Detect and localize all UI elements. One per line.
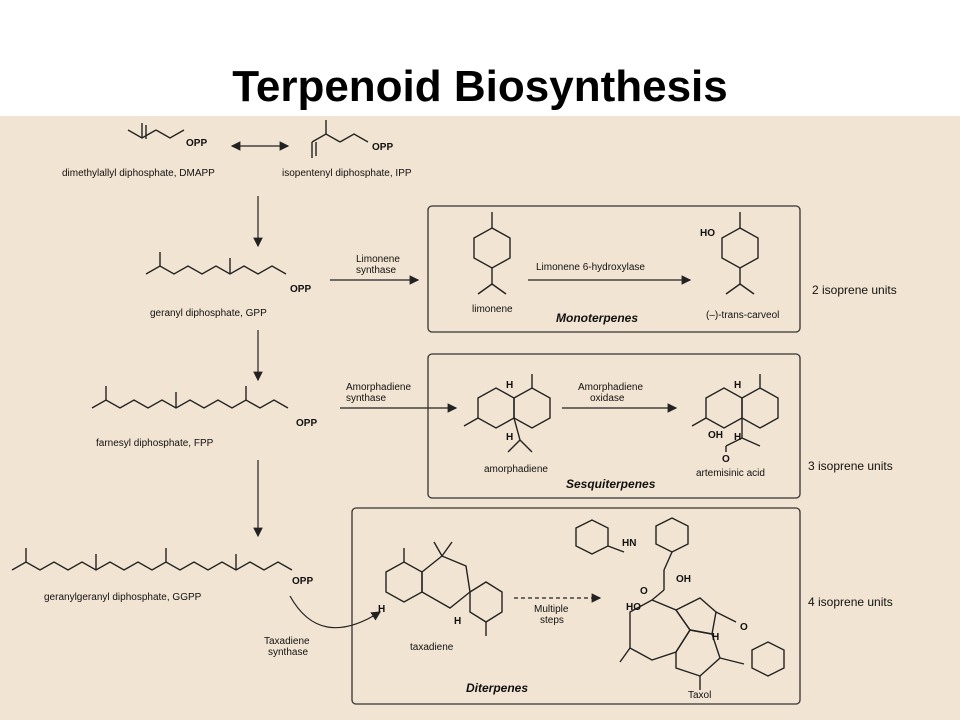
artemisinic-acid-structure [691, 374, 779, 452]
dmapp-label: dimethylallyl diphosphate, DMAPP [62, 168, 215, 179]
artemisinic-acid-label: artemisinic acid [696, 468, 765, 479]
sesquiterpenes-label: Sesquiterpenes [566, 477, 656, 491]
ipp-structure [311, 120, 369, 158]
amorphadiene-synthase-label-line1: Amorphadiene [346, 382, 411, 393]
taxadiene-h-left-label: H [378, 604, 385, 615]
mono-units-label: 2 isoprene units [812, 283, 897, 297]
limonene-synthase-label-line2: synthase [356, 265, 396, 276]
fpp-label: farnesyl diphosphate, FPP [96, 438, 214, 449]
taxol-ho-label: HO [626, 602, 641, 613]
di-units-label: 4 isoprene units [808, 595, 893, 609]
diterpenes-label: Diterpenes [466, 681, 528, 695]
taxadiene-synthase-arrow [289, 595, 382, 629]
multiple-steps-label-line1: Multiple [534, 604, 569, 615]
taxol-o-right-label: O [740, 622, 748, 633]
dmapp-structure [127, 123, 185, 139]
gpp-label: geranyl diphosphate, GPP [150, 308, 267, 319]
taxol-label: Taxol [688, 690, 711, 701]
limonene-synthase-label-line1: Limonene [356, 254, 400, 265]
ggpp-structure [11, 548, 293, 571]
sesquiterpenes-box [427, 353, 801, 499]
carveol-structure [721, 212, 759, 295]
taxol-hn-label: HN [622, 538, 636, 549]
amorphadiene-oxidase-label-line2: oxidase [590, 393, 625, 404]
dmapp-opp-label: OPP [186, 138, 207, 149]
gpp-opp-label: OPP [290, 284, 311, 295]
limonene-label: limonene [472, 304, 513, 315]
ipp-label: isopentenyl diphosphate, IPP [282, 168, 412, 179]
fpp-opp-label: OPP [296, 418, 317, 429]
amorphadiene-structure [463, 374, 551, 453]
multiple-steps-label-line2: steps [540, 615, 564, 626]
diterpenes-box [351, 507, 801, 705]
fpp-structure [91, 386, 289, 409]
amorphadiene-label: amorphadiene [484, 464, 548, 475]
taxadiene-synthase-label-line2: synthase [268, 647, 308, 658]
taxadiene-h-right-label: H [454, 616, 461, 627]
artemisinic-h-top-label: H [734, 380, 741, 391]
slide-title: Terpenoid Biosynthesis [232, 62, 728, 111]
limonene-structure [473, 212, 511, 295]
taxol-h-label: H [712, 632, 719, 643]
artemisinic-o-label: O [722, 454, 730, 465]
monoterpenes-box [427, 205, 801, 333]
taxol-o-label: O [640, 586, 648, 597]
amorphadiene-h-bottom-label: H [506, 432, 513, 443]
carveol-label: (–)-trans-carveol [706, 310, 779, 321]
amorphadiene-synthase-label-line2: synthase [346, 393, 386, 404]
artemisinic-oh-label: OH [708, 430, 723, 441]
gpp-structure [145, 252, 287, 275]
amorphadiene-oxidase-label-line1: Amorphadiene [578, 382, 643, 393]
carveol-ho-label: HO [700, 228, 715, 239]
artemisinic-h-bottom-label: H [734, 432, 741, 443]
monoterpenes-label: Monoterpenes [556, 311, 638, 325]
ggpp-opp-label: OPP [292, 576, 313, 587]
taxadiene-label: taxadiene [410, 642, 454, 653]
limonene-hydroxylase-label: Limonene 6-hydroxylase [536, 262, 645, 273]
ipp-opp-label: OPP [372, 142, 393, 153]
ggpp-label: geranylgeranyl diphosphate, GGPP [44, 592, 202, 603]
taxol-structure [575, 517, 785, 690]
taxadiene-synthase-label-line1: Taxadiene [264, 636, 310, 647]
amorphadiene-h-top-label: H [506, 380, 513, 391]
taxadiene-structure [385, 541, 503, 636]
taxol-oh-label: OH [676, 574, 691, 585]
sesqui-units-label: 3 isoprene units [808, 459, 893, 473]
